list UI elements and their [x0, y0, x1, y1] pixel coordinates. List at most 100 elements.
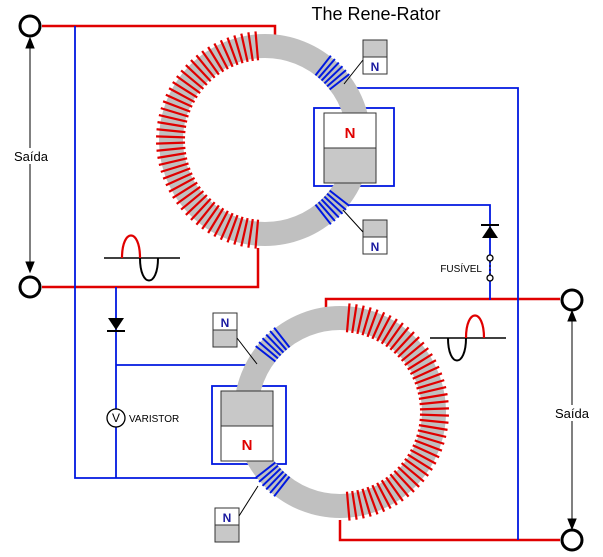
small-magnet-pole-label: N	[371, 240, 380, 254]
winding-turn	[366, 486, 379, 515]
winding-turn	[168, 176, 196, 193]
winding-turn	[240, 217, 249, 247]
winding-turn	[207, 207, 225, 234]
winding-turn	[261, 467, 282, 487]
winding-turn	[258, 464, 279, 483]
winding-turn	[219, 39, 234, 68]
winding-turn	[419, 418, 449, 424]
winding-turn	[412, 365, 440, 380]
winding-turn	[195, 54, 216, 79]
winding-turn	[219, 212, 234, 241]
winding-turn	[273, 327, 291, 348]
winding-turn	[416, 379, 445, 390]
winding-turn	[393, 331, 415, 355]
winding-turn	[226, 214, 239, 243]
diode-left	[107, 318, 125, 332]
varistor-label: VARISTOR	[129, 414, 179, 425]
winding-turn	[195, 201, 216, 226]
small-magnet-pole-label: N	[371, 60, 380, 74]
winding-turn	[414, 439, 443, 452]
winding-turn	[158, 157, 188, 167]
fuse-label: FUSÍVEL	[440, 262, 482, 275]
winding-turn	[261, 337, 282, 357]
winding-turn	[172, 81, 198, 99]
winding-turn	[397, 466, 420, 488]
sine-wave-left	[104, 234, 180, 282]
winding-turn	[404, 458, 429, 477]
winding-turn	[156, 146, 186, 152]
winding-turn	[185, 64, 208, 86]
bottom-toroid-red-winding	[345, 303, 449, 521]
winding-turn	[393, 469, 415, 493]
winding-turn	[389, 473, 410, 498]
winding-turn	[417, 385, 447, 395]
small-magnet-bottom-upper: N	[212, 312, 258, 365]
output-label-left: Saída	[14, 149, 49, 164]
winding-turn	[162, 100, 191, 113]
winding-turn	[233, 35, 244, 64]
winding-turn	[180, 190, 205, 211]
winding-turn	[201, 50, 220, 76]
winding-turn	[419, 400, 449, 406]
winding-turn	[416, 434, 445, 445]
winding-turn	[326, 192, 347, 211]
winding-turn	[385, 476, 404, 502]
winding-turn	[317, 201, 336, 222]
winding-turn	[255, 345, 276, 363]
winding-turn	[247, 218, 254, 248]
terminal-right-bottom	[560, 528, 584, 552]
winding-turn	[190, 59, 212, 83]
winding-turn	[412, 444, 440, 459]
output-label-right: Saída	[555, 406, 590, 421]
winding-turn	[185, 194, 208, 216]
bottom-toroid-core	[234, 306, 446, 518]
winding-turn	[172, 181, 198, 199]
small-magnet-pole-label: N	[223, 511, 232, 525]
top-toroid-blue-winding-lower	[314, 189, 350, 225]
winding-turn	[418, 424, 448, 431]
top-large-magnet: N	[323, 112, 377, 184]
winding-turn	[320, 61, 340, 82]
small-magnet-pole-label: N	[221, 316, 230, 330]
winding-turn	[207, 46, 225, 73]
winding-turn	[329, 73, 350, 91]
winding-turn	[258, 341, 279, 360]
winding-turn	[414, 372, 443, 385]
sine-wave-right	[430, 314, 506, 362]
winding-turn	[226, 37, 239, 66]
winding-turn	[190, 197, 212, 221]
diagram-title: The Rene-Rator	[311, 4, 440, 24]
winding-turn	[380, 318, 398, 345]
winding-turn	[165, 93, 193, 108]
winding-turn	[371, 484, 386, 513]
winding-turn	[400, 341, 425, 362]
winding-turn	[156, 141, 186, 145]
bottom-toroid-blue-winding-upper	[255, 327, 291, 363]
winding-turn	[269, 473, 288, 494]
winding-turn	[404, 347, 429, 366]
winding-turn	[323, 195, 344, 215]
terminal-right-top	[560, 288, 584, 312]
winding-turn	[397, 336, 420, 358]
wire-mid-left-to-coil	[42, 248, 260, 289]
winding-turn	[162, 167, 191, 180]
winding-turn	[160, 107, 189, 118]
wire-left-bus	[74, 26, 260, 479]
winding-turn	[376, 314, 392, 342]
winding-turn	[156, 135, 186, 139]
winding-turn	[389, 326, 410, 351]
bottom-large-magnet: N	[220, 390, 274, 462]
winding-turn	[265, 333, 285, 354]
winding-turn	[361, 488, 372, 517]
winding-turn	[314, 55, 332, 76]
winding-turn	[418, 393, 448, 400]
top-magnet-pole-label: N	[345, 125, 356, 142]
winding-turn	[240, 33, 249, 63]
winding-turn	[201, 204, 220, 230]
winding-turn	[351, 490, 358, 520]
top-toroid-blue-winding-upper	[314, 55, 350, 91]
winding-turn	[254, 31, 260, 61]
winding-turn	[323, 65, 344, 85]
